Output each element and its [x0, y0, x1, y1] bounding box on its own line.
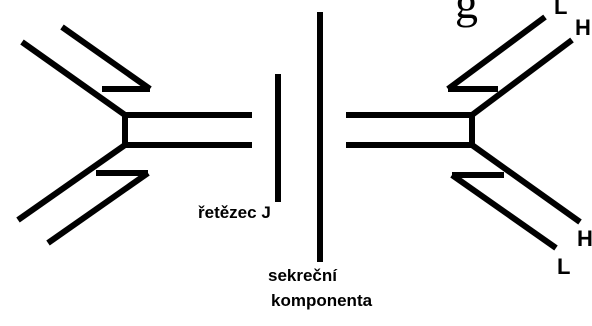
left-upper-outer-chain	[20, 39, 127, 118]
right-antibody-monomer	[346, 14, 582, 251]
right-upper-inner-chain	[446, 14, 547, 92]
left-lower-inner-chain	[46, 170, 150, 246]
heavy-chain-letter-top: H	[575, 15, 591, 40]
light-chain-letter-top: L	[554, 0, 568, 19]
right-lower-inner-chain	[450, 172, 558, 251]
light-chain-letter-bottom: L	[557, 254, 571, 279]
right-upper-outer-chain	[470, 37, 574, 118]
right-lower-outer-chain	[470, 142, 582, 225]
left-antibody-monomer	[16, 24, 252, 246]
heavy-chain-letter-bottom: H	[577, 226, 592, 251]
left-lower-outer-chain	[16, 142, 127, 223]
secretory-component-label-line2: komponenta	[271, 291, 373, 310]
top-fragment-text: g	[455, 0, 478, 28]
left-upper-inner-chain	[60, 24, 152, 92]
j-chain-label: řetězec J	[198, 203, 271, 222]
secretory-component-label-line1: sekreční	[268, 266, 337, 285]
